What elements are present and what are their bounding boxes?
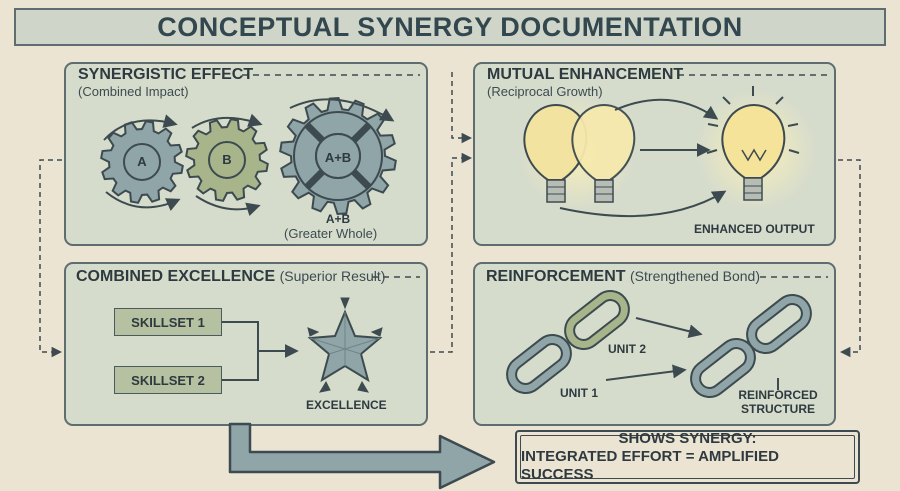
panel-title-synergistic: SYNERGISTIC EFFECT — [78, 66, 254, 83]
panel-subtitle-reinforcement: (Strengthened Bond) — [630, 268, 760, 284]
gear-spoke — [351, 122, 372, 143]
gear-b-icon — [185, 118, 269, 202]
arrow — [635, 317, 703, 339]
gear-a-label: A — [137, 154, 147, 169]
synergy-stamp: SHOWS SYNERGY: INTEGRATED EFFORT = AMPLI… — [515, 430, 860, 484]
dashed-connector-arrow — [451, 72, 473, 144]
star-icon — [307, 297, 383, 393]
arrow — [605, 364, 687, 381]
curved-arrow — [195, 195, 261, 217]
panel-title-reinforcement: REINFORCEMENT (Strengthened Bond) — [486, 268, 760, 286]
result-sub-greater-whole: (Greater Whole) — [284, 226, 378, 241]
gear-a-icon — [100, 120, 184, 204]
merge-connector — [222, 321, 259, 381]
stamp-line-2: INTEGRATED EFFORT = AMPLIFIED SUCCESS — [521, 448, 779, 483]
panel-title-combined-main: COMBINED EXCELLENCE — [76, 268, 276, 285]
enhanced-lightbulb-icon — [706, 86, 800, 201]
gear-b-label: B — [222, 152, 232, 167]
gears-group — [100, 96, 397, 216]
gear-hub — [315, 133, 361, 179]
reinforced-label-line2: STRUCTURE — [741, 402, 815, 416]
curved-arrow — [614, 98, 719, 120]
unit-1-label: UNIT 1 — [560, 386, 599, 400]
gear-spoke — [304, 122, 325, 143]
chain-icon — [506, 290, 630, 394]
lightbulb-icon — [523, 104, 588, 203]
panel-title-reinforcement-main: REINFORCEMENT — [486, 268, 626, 285]
synergy-stamp-inner: SHOWS SYNERGY: INTEGRATED EFFORT = AMPLI… — [520, 430, 855, 483]
curved-arrow — [191, 113, 263, 129]
dashed-connector-arrow — [39, 159, 63, 358]
panel-subtitle-mutual: (Reciprocal Growth) — [487, 84, 603, 99]
gear-inner-ring — [293, 111, 383, 201]
reinforced-chain-icon — [690, 294, 812, 398]
panel-subtitle-combined: (Superior Result) — [279, 268, 386, 284]
unit-2-label: UNIT 2 — [608, 342, 647, 356]
enhanced-output-label: ENHANCED OUTPUT — [694, 222, 815, 236]
stamp-line-1: SHOWS SYNERGY: — [618, 430, 757, 447]
reinforced-label-line1: REINFORCED — [738, 388, 818, 402]
gear-ab-label: A+B — [324, 150, 352, 165]
curved-arrow — [559, 190, 727, 218]
lightbulb-icon — [571, 104, 636, 203]
curved-arrow — [105, 191, 181, 211]
page-title: CONCEPTUAL SYNERGY DOCUMENTATION — [157, 11, 743, 42]
dashed-connector-arrow — [838, 159, 861, 358]
skillset-1-box: SKILLSET 1 — [114, 308, 222, 336]
big-arrow — [228, 422, 496, 490]
curved-arrow — [289, 98, 395, 122]
skillset-2-box: SKILLSET 2 — [114, 366, 222, 394]
panel-title-combined: COMBINED EXCELLENCE (Superior Result) — [76, 268, 385, 286]
gear-spoke — [304, 169, 325, 190]
panel-subtitle-synergistic: (Combined Impact) — [78, 84, 189, 99]
dashed-connector-arrow — [430, 152, 473, 353]
gear-spoke — [351, 169, 372, 190]
panel-title-mutual: MUTUAL ENHANCEMENT — [487, 66, 684, 83]
title-bar: CONCEPTUAL SYNERGY DOCUMENTATION — [14, 8, 886, 46]
excellence-label: EXCELLENCE — [306, 398, 387, 412]
result-label-ab: A+B — [325, 212, 351, 226]
curved-arrow — [103, 114, 178, 141]
gear-ab-icon — [279, 96, 397, 216]
